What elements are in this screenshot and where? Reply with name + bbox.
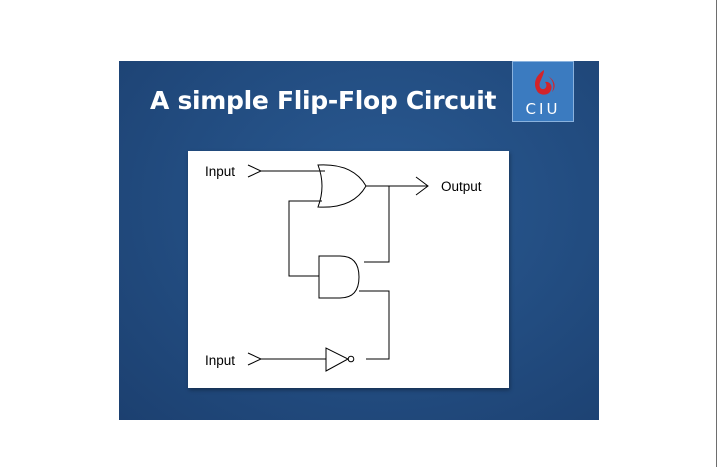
page-edge-line bbox=[716, 0, 717, 467]
or-gate bbox=[317, 164, 367, 208]
input-top-arrow bbox=[247, 164, 263, 178]
logo-text: CIU bbox=[525, 100, 561, 118]
circuit-svg: Input Output Input bbox=[205, 164, 482, 372]
not-gate-bubble bbox=[347, 355, 355, 363]
presentation-slide: A simple Flip-Flop Circuit CIU bbox=[119, 61, 599, 420]
not-gate bbox=[325, 347, 350, 372]
feedback-wire bbox=[364, 186, 390, 263]
flame-icon bbox=[535, 70, 555, 95]
circuit-diagram: Input Output Input bbox=[188, 151, 509, 388]
output-arrow bbox=[415, 176, 429, 196]
output-label: Output bbox=[441, 179, 482, 194]
input-bottom-arrow bbox=[247, 352, 263, 366]
and-gate bbox=[318, 255, 360, 299]
and-lower-input-wire bbox=[359, 290, 390, 360]
input-top-label: Input bbox=[205, 164, 235, 179]
slide-title: A simple Flip-Flop Circuit bbox=[150, 86, 497, 115]
or-lower-input-wire bbox=[288, 200, 322, 277]
input-bottom-label: Input bbox=[205, 353, 235, 368]
ciu-logo: CIU bbox=[512, 61, 574, 122]
